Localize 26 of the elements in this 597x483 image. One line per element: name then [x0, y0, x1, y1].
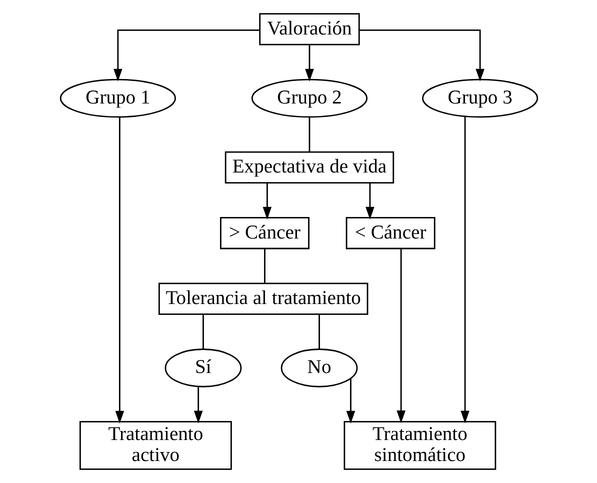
node-ellipse: No [280, 348, 358, 388]
node-box: Expectativa de vida [224, 151, 394, 184]
arrow [358, 30, 484, 82]
connector [264, 249, 265, 284]
arrow [365, 183, 374, 220]
node-box: Tratamiento sintomático [343, 420, 496, 470]
node-box: > Cáncer [220, 217, 309, 250]
node-ellipse: Grupo 3 [422, 78, 538, 118]
arrow [193, 386, 202, 424]
connector [202, 314, 204, 350]
node-ellipse: Sí [164, 348, 242, 388]
arrow [262, 183, 272, 220]
connector [308, 117, 310, 152]
node-box: Tolerancia al tratamiento [158, 282, 368, 315]
arrow [460, 116, 469, 424]
node-box: Tratamiento activo [78, 420, 232, 470]
connector [318, 314, 320, 350]
arrow [114, 117, 124, 424]
node-box: Valoración [258, 13, 360, 46]
node-ellipse: Grupo 1 [59, 78, 176, 118]
arrow [396, 249, 405, 424]
arrow [304, 45, 314, 82]
node-box: < Cáncer [345, 217, 435, 250]
node-ellipse: Grupo 2 [250, 78, 368, 118]
arrow [113, 30, 260, 82]
arrow [346, 378, 355, 424]
